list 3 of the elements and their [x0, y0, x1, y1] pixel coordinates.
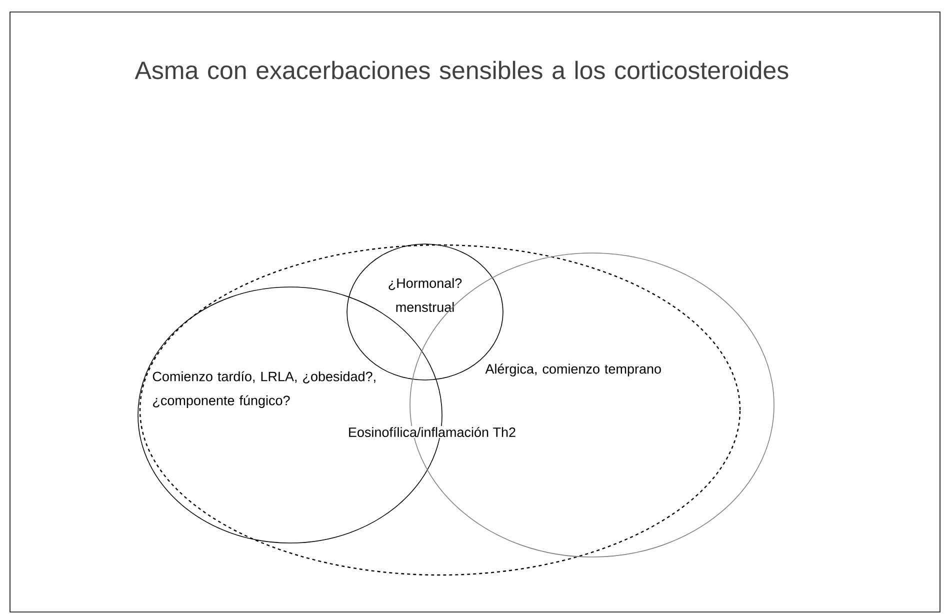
- title: Asma con exacerbaciones sensibles a los corticosteroides: [134, 60, 788, 80]
- region-label: Eosinofílica/inflamación Th2: [346, 426, 518, 438]
- venn-ellipse: [139, 244, 741, 576]
